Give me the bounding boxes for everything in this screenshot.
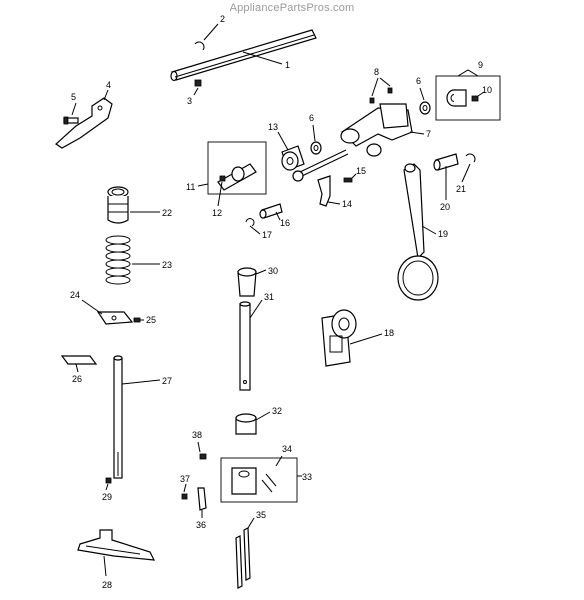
part-10-set-screw[interactable] — [471, 95, 479, 102]
callout-10[interactable]: 10 — [482, 85, 492, 95]
part-35-needles[interactable] — [235, 527, 251, 589]
part-36-bracket[interactable] — [197, 487, 207, 511]
callout-12[interactable]: 12 — [212, 208, 222, 218]
callout-9[interactable]: 9 — [478, 60, 483, 70]
part-29-screw[interactable] — [105, 477, 112, 484]
callout-20[interactable]: 20 — [440, 202, 450, 212]
part-13-bushing[interactable] — [281, 145, 305, 171]
part-18-needle-bar-block[interactable] — [321, 309, 357, 367]
part-6-washer-upper[interactable] — [419, 101, 431, 115]
callout-25[interactable]: 25 — [146, 315, 156, 325]
callout-8[interactable]: 8 — [374, 67, 379, 77]
callout-1[interactable]: 1 — [285, 60, 290, 70]
part-37-screw[interactable] — [181, 493, 188, 500]
callout-18[interactable]: 18 — [384, 328, 394, 338]
callout-7[interactable]: 7 — [426, 129, 431, 139]
callout-19[interactable]: 19 — [438, 229, 448, 239]
callout-30[interactable]: 30 — [268, 266, 278, 276]
callout-27[interactable]: 27 — [162, 376, 172, 386]
part-34-screws[interactable] — [261, 473, 277, 493]
callout-28[interactable]: 28 — [102, 580, 112, 590]
part-16-pin[interactable] — [259, 203, 283, 219]
part-28-presser-foot[interactable] — [77, 529, 156, 561]
callout-17[interactable]: 17 — [262, 230, 272, 240]
callout-23[interactable]: 23 — [162, 260, 172, 270]
watermark: AppliancePartsPros.com — [229, 2, 355, 14]
callout-36[interactable]: 36 — [196, 520, 206, 530]
callout-31[interactable]: 31 — [264, 292, 274, 302]
callout-2[interactable]: 2 — [220, 14, 225, 24]
part-26-plate[interactable] — [60, 355, 98, 365]
callout-29[interactable]: 29 — [102, 492, 112, 502]
part-20-pin[interactable] — [433, 153, 459, 171]
part-27-needle-bar[interactable] — [113, 355, 123, 479]
callout-5[interactable]: 5 — [71, 92, 76, 102]
part-1-main-shaft[interactable] — [170, 29, 317, 82]
callout-22[interactable]: 22 — [162, 208, 172, 218]
callout-13[interactable]: 13 — [268, 122, 278, 132]
callout-6a[interactable]: 6 — [416, 76, 421, 86]
part-25-screw[interactable] — [133, 317, 141, 323]
part-8-screws[interactable] — [369, 87, 393, 104]
part-38-screw[interactable] — [199, 453, 207, 460]
callout-37[interactable]: 37 — [180, 474, 190, 484]
part-4-bracket-lever[interactable] — [55, 97, 113, 149]
part-6-washer-center[interactable] — [310, 141, 322, 155]
callout-15[interactable]: 15 — [356, 166, 366, 176]
part-17-clip[interactable] — [245, 218, 255, 227]
callout-21[interactable]: 21 — [456, 184, 466, 194]
part-7-crank-arm[interactable] — [340, 103, 413, 157]
callout-35[interactable]: 35 — [256, 510, 266, 520]
part-21-clip[interactable] — [465, 153, 476, 163]
callout-32[interactable]: 32 — [272, 406, 282, 416]
callout-4[interactable]: 4 — [106, 80, 111, 90]
part-32-collar[interactable] — [235, 413, 257, 435]
part-33-clamp-assembly[interactable] — [220, 457, 298, 503]
part-23-spring[interactable] — [105, 235, 131, 285]
callout-26[interactable]: 26 — [72, 374, 82, 384]
part-30-bushing[interactable] — [237, 267, 257, 297]
callout-33[interactable]: 33 — [302, 472, 312, 482]
part-31-rod[interactable] — [239, 301, 251, 391]
part-9-collar-kit[interactable] — [435, 69, 501, 121]
part-11-pin-assembly[interactable] — [207, 141, 267, 195]
callout-11[interactable]: 11 — [186, 182, 195, 192]
callout-3[interactable]: 3 — [187, 96, 192, 106]
callout-24[interactable]: 24 — [70, 290, 80, 300]
part-14-bracket[interactable] — [317, 175, 331, 207]
part-2-retaining-ring[interactable] — [194, 41, 205, 51]
part-3-set-screw[interactable] — [194, 79, 202, 87]
part-link-rod[interactable] — [292, 149, 349, 182]
callout-34[interactable]: 34 — [282, 444, 292, 454]
callout-16[interactable]: 16 — [280, 218, 290, 228]
part-19-connecting-rod[interactable] — [397, 163, 439, 301]
callout-6b[interactable]: 6 — [309, 113, 314, 123]
part-5-screw[interactable] — [63, 116, 79, 125]
part-24-lever[interactable] — [96, 311, 134, 325]
callout-14[interactable]: 14 — [342, 199, 352, 209]
part-15-screw[interactable] — [343, 177, 353, 183]
part-12-set-screw[interactable] — [219, 175, 226, 182]
part-22-cap[interactable] — [107, 186, 129, 224]
callout-38[interactable]: 38 — [192, 430, 202, 440]
